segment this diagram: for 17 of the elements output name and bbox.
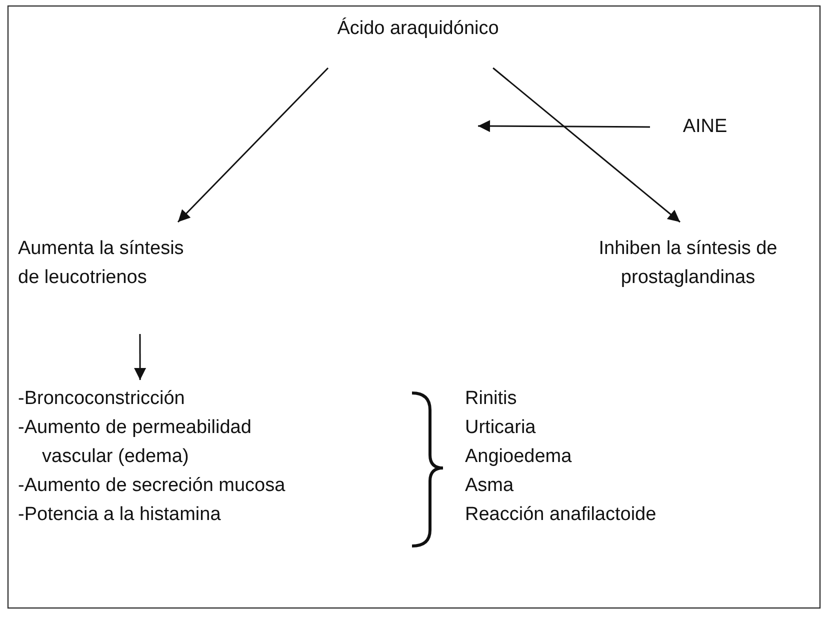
condition-label: Rinitis — [465, 387, 517, 411]
drug-label: AINE — [682, 115, 728, 139]
condition-label: Reacción anafilactoide — [465, 503, 656, 527]
pathway-text: Aumenta la síntesis de leucotrienos — [18, 237, 185, 290]
condition-label: Asma — [465, 474, 514, 498]
list-item: -Aumento de permeabilidad vascular (edema) — [18, 416, 252, 469]
list-item: -Aumento de secreción mucosa — [18, 474, 286, 498]
condition-label: Angioedema — [465, 445, 572, 469]
condition-label: Urticaria — [465, 416, 536, 440]
arrow — [177, 67, 329, 223]
arrow — [478, 120, 650, 132]
list-item: -Broncoconstricción — [18, 387, 186, 411]
arrow — [492, 67, 680, 223]
arrow — [134, 334, 146, 380]
list-item: -Potencia a la histamina — [18, 503, 221, 527]
source-text: Ácido araquidónico — [336, 16, 500, 41]
pathway-text: Inhiben la síntesis de prostaglandinas — [598, 237, 778, 290]
